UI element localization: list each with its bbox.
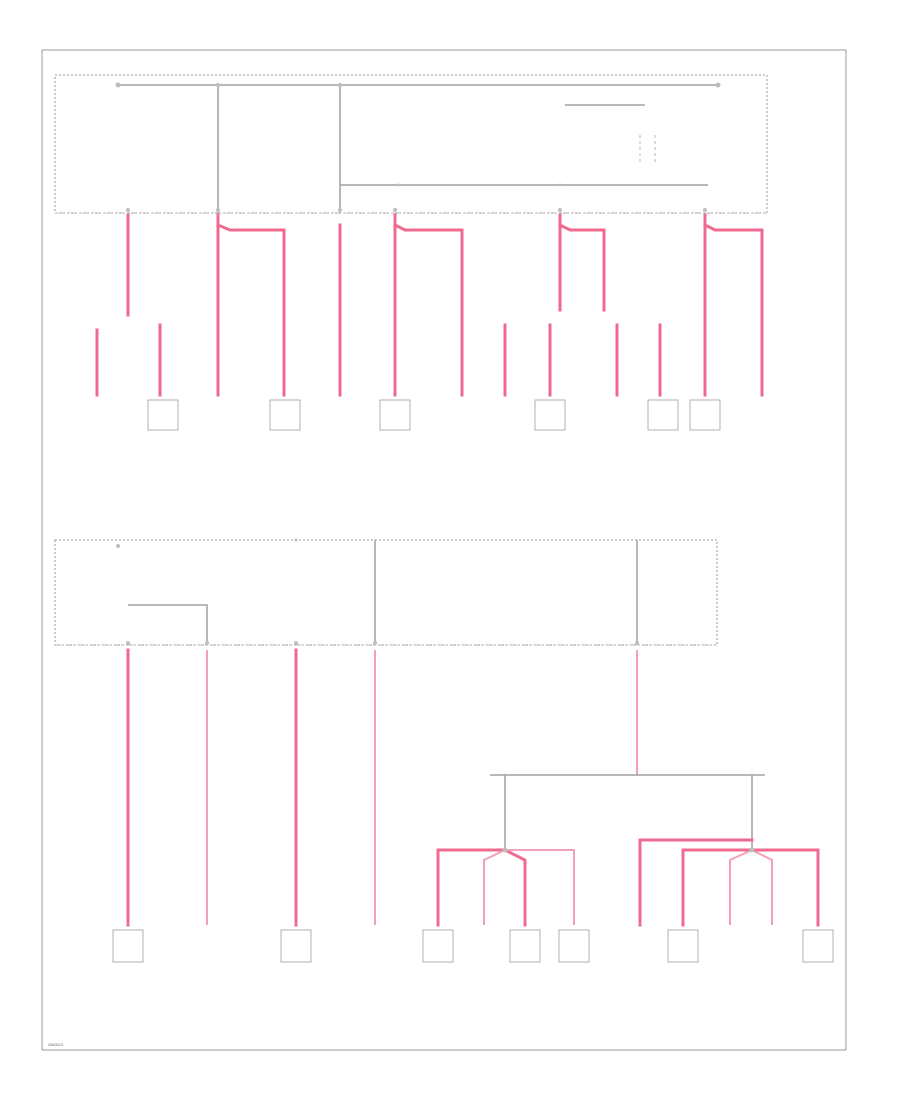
splice-node-icon [502, 847, 508, 853]
outer-border [41, 49, 847, 1051]
upper-components [147, 399, 721, 431]
component-box-icon [667, 929, 699, 963]
component-box-icon [112, 929, 144, 963]
component-box-icon [280, 929, 312, 963]
sheet-id: GM0013 [48, 1042, 64, 1047]
component-box-icon [802, 929, 834, 963]
component-box-icon [534, 399, 566, 431]
upper-fuse-block [54, 74, 768, 214]
component-box-icon [509, 929, 541, 963]
component-box-icon [689, 399, 721, 431]
component-box-icon [269, 399, 301, 431]
component-box-icon [422, 929, 454, 963]
lower-fuse-block [54, 538, 718, 646]
component-box-icon [558, 929, 590, 963]
upper-wires [95, 213, 764, 397]
component-box-icon [647, 399, 679, 431]
component-box-icon [379, 399, 411, 431]
lower-wires [126, 648, 820, 927]
component-box-icon [147, 399, 179, 431]
splice-node-icon [749, 847, 755, 853]
lower-components [112, 929, 834, 963]
